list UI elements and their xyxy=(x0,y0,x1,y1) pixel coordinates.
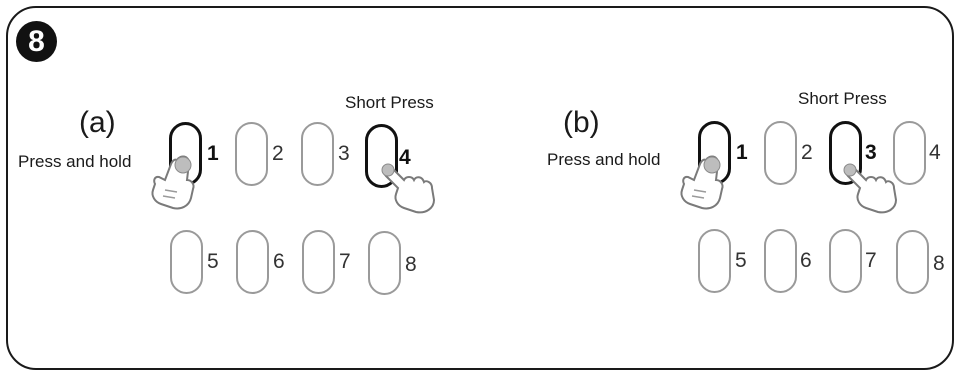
panel-a-key-6[interactable] xyxy=(236,230,269,294)
panel-b-key-5-number: 5 xyxy=(735,249,747,272)
panel-a-key-3[interactable] xyxy=(301,122,334,186)
panel-a-key-6-number: 6 xyxy=(273,250,285,273)
panel-a-key-4-number: 4 xyxy=(399,146,411,169)
panel-b-hold-label: Press and hold xyxy=(547,150,661,169)
panel-b-key-6-number: 6 xyxy=(800,249,812,272)
panel-b-key-1-number: 1 xyxy=(736,141,748,164)
panel-b-key-8-number: 8 xyxy=(933,252,945,275)
panel-b-key-4[interactable] xyxy=(893,121,926,185)
panel-a-key-7-number: 7 xyxy=(339,250,351,273)
panel-b-key-5[interactable] xyxy=(698,229,731,293)
panel-a-key-3-number: 3 xyxy=(338,142,350,165)
pointing-hand-icon xyxy=(381,163,436,214)
panel-b-label: (b) xyxy=(563,106,600,139)
panel-a-key-5[interactable] xyxy=(170,230,203,294)
pointing-hand-icon xyxy=(843,163,898,214)
panel-b-key-7[interactable] xyxy=(829,229,862,293)
panel-a-key-7[interactable] xyxy=(302,230,335,294)
panel-a-key-2[interactable] xyxy=(235,122,268,186)
panel-b-key-8[interactable] xyxy=(896,230,929,294)
panel-b-short-label: Short Press xyxy=(798,89,887,108)
panel-a-key-8[interactable] xyxy=(368,231,401,295)
pointing-hand-icon xyxy=(151,155,195,210)
panel-a-short-label: Short Press xyxy=(345,93,434,112)
panel-b-key-7-number: 7 xyxy=(865,249,877,272)
panel-a-key-2-number: 2 xyxy=(272,142,284,165)
panel-a-key-8-number: 8 xyxy=(405,253,417,276)
panel-a-hold-label: Press and hold xyxy=(18,152,132,171)
panel-a-key-1-number: 1 xyxy=(207,142,219,165)
panel-b-key-6[interactable] xyxy=(764,229,797,293)
panel-b-key-3-number: 3 xyxy=(865,141,877,164)
diagram-frame xyxy=(6,6,954,370)
panel-b-key-4-number: 4 xyxy=(929,141,941,164)
panel-b-key-2-number: 2 xyxy=(801,141,813,164)
step-badge: 8 xyxy=(16,21,57,62)
pointing-hand-icon xyxy=(680,155,724,210)
panel-b-key-2[interactable] xyxy=(764,121,797,185)
panel-a-label: (a) xyxy=(79,106,116,139)
panel-a-key-5-number: 5 xyxy=(207,250,219,273)
